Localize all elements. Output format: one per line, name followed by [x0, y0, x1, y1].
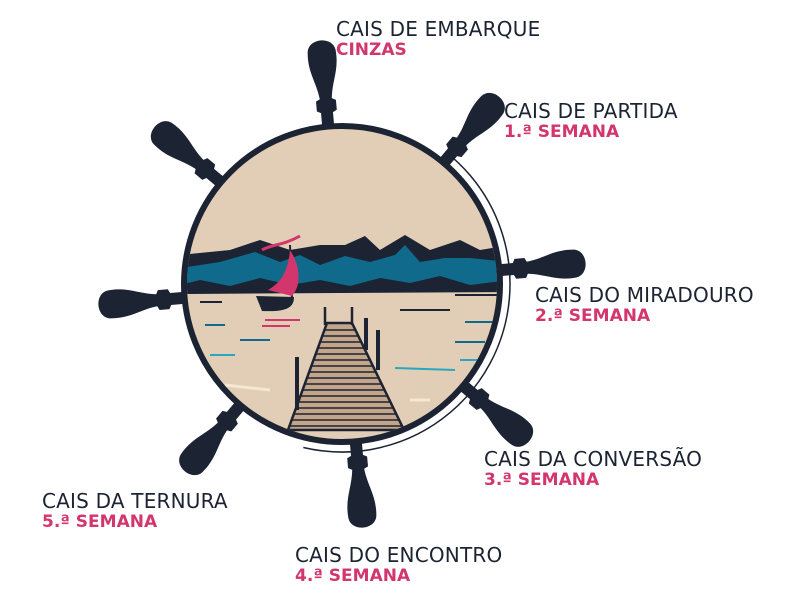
- wheel-handle: [98, 289, 190, 319]
- wheel-handle: [347, 436, 377, 528]
- station-subtitle: CINZAS: [336, 40, 407, 60]
- station-subtitle: 4.ª SEMANA: [295, 566, 411, 586]
- station-title: CAIS DE PARTIDA: [504, 99, 678, 123]
- station-title: CAIS DA CONVERSÃO: [484, 447, 703, 471]
- outer-arc: [173, 115, 511, 453]
- lake-scene: [187, 234, 497, 432]
- station-cais-da-conversao: CAIS DA CONVERSÃO 3.ª SEMANA: [484, 448, 702, 491]
- station-subtitle: 3.ª SEMANA: [484, 470, 600, 490]
- wheel-handle: [150, 121, 228, 190]
- wheel-handle: [494, 249, 586, 279]
- pier-planks: [289, 329, 403, 427]
- wheel-handle: [436, 92, 505, 170]
- station-cais-do-miradouro: CAIS DO MIRADOURO 2.ª SEMANA: [535, 284, 754, 327]
- station-subtitle: 1.ª SEMANA: [504, 122, 620, 142]
- wheel-handle: [307, 40, 337, 132]
- wheel-handle: [456, 378, 534, 447]
- station-title: CAIS DA TERNURA: [42, 489, 228, 513]
- station-cais-da-ternura: CAIS DA TERNURA 5.ª SEMANA: [42, 490, 228, 533]
- blue-mountains: [187, 245, 497, 286]
- station-cais-de-embarque: CAIS DE EMBARQUE CINZAS: [336, 18, 540, 61]
- station-subtitle: 5.ª SEMANA: [42, 512, 158, 532]
- station-title: CAIS DO MIRADOURO: [535, 283, 754, 307]
- station-subtitle: 2.ª SEMANA: [535, 306, 651, 326]
- water-ripples: [200, 294, 497, 402]
- wheel-handle: [179, 398, 248, 476]
- shoreline: [187, 286, 497, 294]
- wheel-handles: [98, 40, 586, 528]
- station-title: CAIS DO ENCONTRO: [295, 543, 503, 567]
- station-cais-de-partida: CAIS DE PARTIDA 1.ª SEMANA: [504, 100, 678, 143]
- station-title: CAIS DE EMBARQUE: [336, 17, 541, 41]
- station-cais-do-encontro: CAIS DO ENCONTRO 4.ª SEMANA: [295, 544, 502, 587]
- sailboat-icon: [256, 234, 301, 312]
